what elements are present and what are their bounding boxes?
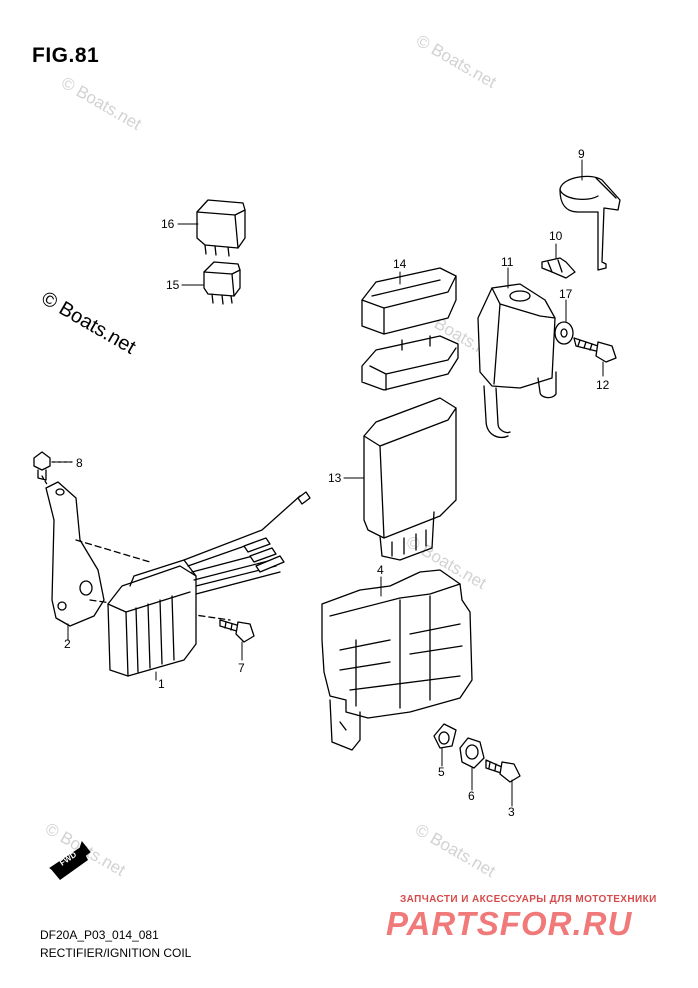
relay-15-part bbox=[203, 261, 241, 305]
relay-16-part bbox=[196, 199, 246, 257]
callout-12: 12 bbox=[596, 378, 610, 392]
callout-14: 14 bbox=[393, 257, 407, 271]
callout-6: 6 bbox=[468, 789, 475, 803]
ecu-13-part bbox=[363, 397, 457, 561]
callout-9: 9 bbox=[578, 147, 585, 161]
callout-16: 16 bbox=[161, 217, 175, 231]
leader-lines bbox=[53, 159, 604, 807]
callout-10: 10 bbox=[549, 229, 563, 243]
plug-cap-9-part bbox=[559, 175, 621, 271]
figure-code: DF20A_P03_014_081 bbox=[40, 928, 159, 942]
callout-5: 5 bbox=[438, 765, 445, 779]
ignition-coil-11-part bbox=[477, 283, 557, 439]
bolt-7-part bbox=[219, 619, 255, 643]
cover-14-part bbox=[361, 267, 459, 391]
branding-logo[interactable]: PARTSFOR.RU bbox=[386, 905, 633, 942]
collar-6-part bbox=[459, 737, 485, 769]
callout-7: 7 bbox=[238, 661, 245, 675]
callout-2: 2 bbox=[64, 637, 71, 651]
callout-3: 3 bbox=[508, 805, 515, 819]
clip-10-part bbox=[541, 257, 576, 279]
watermark-large: © Boats.net bbox=[38, 287, 140, 359]
callout-17: 17 bbox=[559, 287, 573, 301]
callout-8: 8 bbox=[76, 456, 83, 470]
callout-15: 15 bbox=[166, 278, 180, 292]
figure-title: FIG.81 bbox=[32, 44, 100, 67]
watermark-text: © Boats.net bbox=[412, 820, 499, 881]
bolt-8-part bbox=[33, 451, 73, 481]
callout-labels: 1 2 3 4 5 6 7 8 9 10 11 12 13 14 15 16 1… bbox=[64, 147, 610, 819]
callout-11: 11 bbox=[501, 255, 514, 269]
washer-17-part bbox=[554, 321, 574, 345]
rectifier-1-part bbox=[107, 491, 311, 677]
callout-13: 13 bbox=[328, 471, 342, 485]
bolt-12-part bbox=[573, 337, 617, 363]
figure-subtitle: RECTIFIER/IGNITION COIL bbox=[40, 946, 192, 960]
callout-4: 4 bbox=[377, 563, 384, 577]
bolt-3-part bbox=[485, 759, 521, 783]
watermark-text: © Boats.net bbox=[58, 73, 145, 134]
callout-1: 1 bbox=[158, 677, 165, 691]
branding-tagline: ЗАПЧАСТИ И АКСЕССУАРЫ ДЛЯ МОТОТЕХНИКИ bbox=[400, 894, 657, 905]
watermark-text: © Boats.net bbox=[413, 31, 500, 92]
grommet-5-part bbox=[433, 723, 457, 749]
bracket-box-4-part bbox=[321, 569, 473, 751]
